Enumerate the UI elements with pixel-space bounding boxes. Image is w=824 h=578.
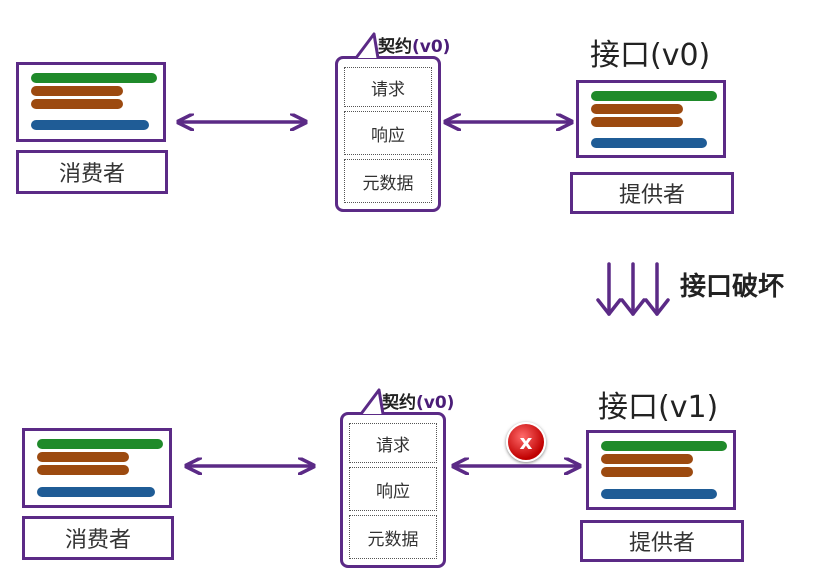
contract-row-request: 请求 [344, 67, 432, 107]
contract-version: (v0) [412, 37, 451, 57]
contract-row-metadata: 元数据 [344, 159, 432, 203]
provider-interface-heading: 接口(v1) [598, 390, 719, 425]
consumer-label: 消费者 [22, 516, 174, 560]
screen-line [601, 441, 727, 451]
contract-title-text: 契约 [382, 393, 416, 413]
screen-line [591, 91, 717, 101]
screen-line [31, 73, 157, 83]
screen-line [37, 465, 129, 475]
screen-line [601, 489, 717, 499]
contract-tab [354, 32, 380, 59]
contract-version: (v0) [416, 393, 455, 413]
consumer-screen [22, 428, 172, 508]
contract-title-text: 契约 [378, 37, 412, 57]
consumer-screen [16, 62, 166, 142]
contract-row-response: 响应 [344, 111, 432, 155]
provider-label: 提供者 [580, 520, 744, 562]
contract-row-request: 请求 [349, 423, 437, 463]
screen-line [37, 487, 155, 497]
screen-line [591, 138, 707, 148]
triple-down-arrow-icon [596, 262, 670, 316]
screen-line [31, 86, 123, 96]
contract-scroll: 请求 响应 元数据 [335, 56, 441, 212]
screen-line [31, 99, 123, 109]
contract-title: 契约(v0) [378, 32, 450, 57]
screen-line [37, 452, 129, 462]
screen-line [601, 454, 693, 464]
provider-screen [586, 430, 736, 510]
contract-scroll: 请求 响应 元数据 [340, 412, 446, 568]
interface-break-label: 接口破坏 [680, 272, 785, 302]
contract-row-response: 响应 [349, 467, 437, 511]
screen-line [591, 117, 683, 127]
screen-line [591, 104, 683, 114]
provider-label: 提供者 [570, 172, 734, 214]
screen-line [601, 467, 693, 477]
provider-screen [576, 80, 726, 158]
screen-line [37, 439, 163, 449]
contract-tab [359, 388, 385, 415]
screen-line [31, 120, 149, 130]
contract-row-metadata: 元数据 [349, 515, 437, 559]
provider-interface-heading: 接口(v0) [590, 38, 711, 73]
contract-title: 契约(v0) [382, 388, 454, 413]
consumer-label: 消费者 [16, 150, 168, 194]
